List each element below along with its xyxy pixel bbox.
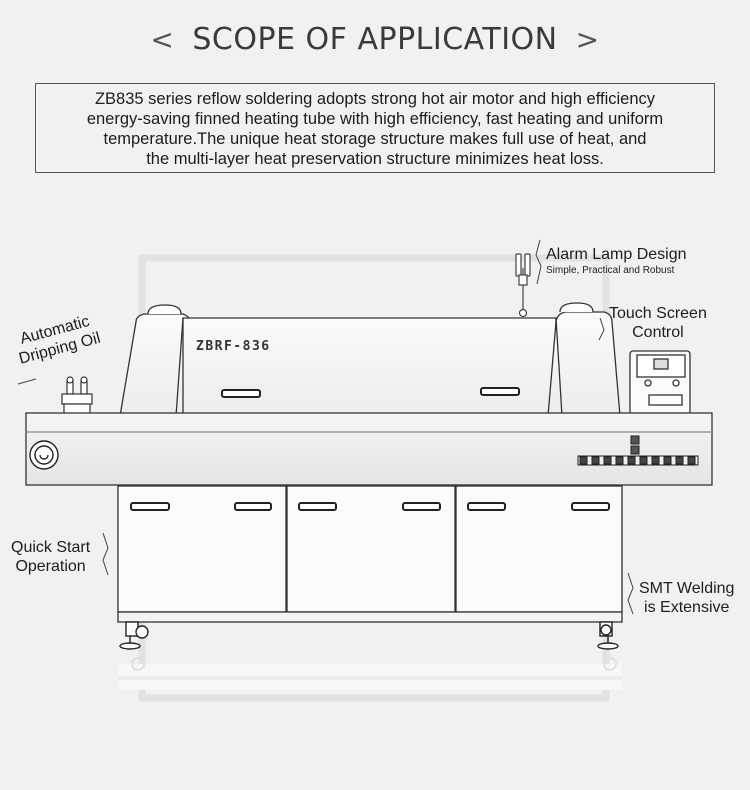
chevron-left-icon: < bbox=[150, 23, 175, 56]
section-title: SCOPE OF APPLICATION bbox=[192, 22, 558, 57]
emergency-switch-icon bbox=[29, 440, 59, 470]
band-control-buttons bbox=[577, 435, 699, 466]
alarm-lamp-callout: Alarm Lamp Design Simple, Practical and … bbox=[546, 245, 687, 277]
callout-subtitle: Simple, Practical and Robust bbox=[546, 265, 675, 276]
callout-title: Quick Start bbox=[11, 539, 91, 556]
model-plate: ZBRF-836 bbox=[196, 339, 271, 354]
description-line: ZB835 series reflow soldering adopts str… bbox=[94, 90, 656, 108]
callout-title: is Extensive bbox=[644, 599, 730, 616]
oil-dripping-device bbox=[61, 376, 93, 415]
alarm-lamp bbox=[515, 253, 531, 318]
conveyor-band bbox=[25, 412, 713, 486]
quick-start-callout: Quick Start Operation bbox=[11, 538, 90, 576]
callout-title: SMT Welding bbox=[639, 580, 735, 597]
section-heading: < SCOPE OF APPLICATION > bbox=[0, 22, 750, 57]
touch-screen-callout: Touch Screen Control bbox=[609, 304, 707, 342]
callout-title: Control bbox=[632, 324, 684, 341]
description-line: energy-saving finned heating tube with h… bbox=[86, 110, 664, 128]
cabinet-doors bbox=[117, 485, 623, 623]
caster-reflection bbox=[131, 657, 617, 671]
caster-wheel bbox=[119, 621, 619, 650]
door-handle bbox=[130, 502, 610, 511]
callout-title: Touch Screen bbox=[609, 305, 707, 322]
oven-cover bbox=[119, 302, 621, 417]
callout-title: Operation bbox=[15, 558, 86, 575]
description-box: ZB835 series reflow soldering adopts str… bbox=[35, 83, 715, 173]
callout-title: Alarm Lamp Design bbox=[546, 246, 687, 263]
smt-welding-callout: SMT Welding is Extensive bbox=[639, 579, 734, 617]
callout-bracket bbox=[17, 239, 634, 615]
cover-handle bbox=[221, 387, 520, 398]
chevron-right-icon: > bbox=[575, 23, 600, 56]
description-line: the multi-layer heat preservation struct… bbox=[146, 150, 604, 168]
touch-screen-panel bbox=[629, 350, 691, 415]
description-line: temperature.The unique heat storage stru… bbox=[103, 130, 647, 148]
